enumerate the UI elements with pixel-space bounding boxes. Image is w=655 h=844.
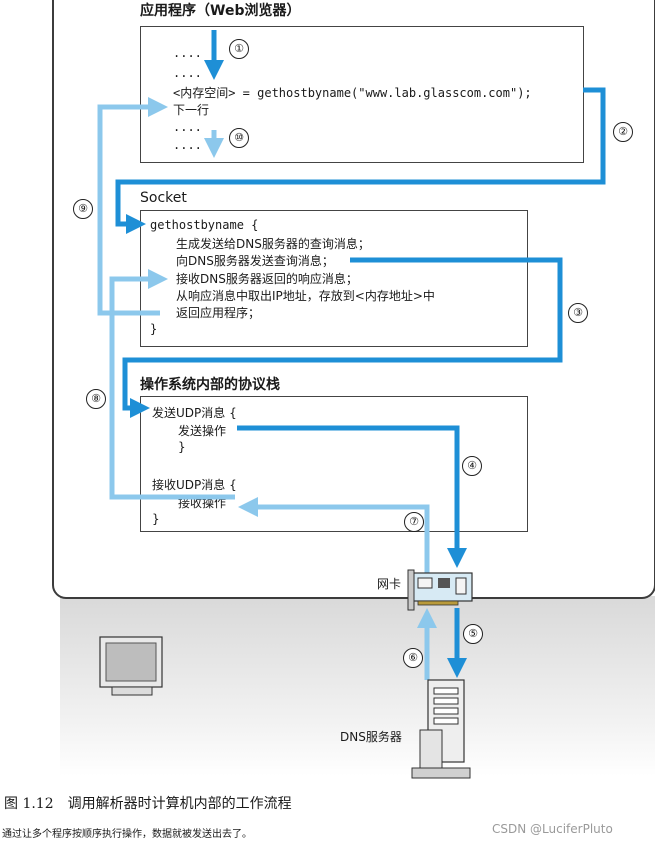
step-4: ④: [462, 456, 482, 476]
os-line-2: 发送操作: [178, 424, 227, 438]
step-6: ⑥: [403, 648, 423, 668]
app-line-5: ....: [173, 120, 202, 134]
arrow-8: [109, 269, 235, 500]
step-7: ⑦: [404, 512, 424, 532]
socket-line-7: }: [150, 322, 158, 336]
socket-box: [140, 210, 528, 347]
socket-line-2: 生成发送给DNS服务器的查询消息；: [176, 237, 370, 251]
step-10: ⑩: [229, 128, 249, 148]
step-8: ⑧: [86, 389, 106, 409]
app-line-1: ....: [173, 46, 202, 60]
nic-label: 网卡: [377, 577, 402, 591]
step-9: ⑨: [73, 199, 93, 219]
app-line-call: <内存空间> = gethostbyname("www.lab.glasscom…: [173, 86, 532, 100]
server-icon: [411, 679, 471, 779]
socket-line-3: 向DNS服务器发送查询消息；: [176, 254, 334, 268]
app-line-2: ....: [173, 66, 202, 80]
arrow-7: [238, 497, 430, 578]
os-line-6: }: [152, 512, 160, 526]
socket-line-6: 返回应用程序；: [176, 306, 261, 320]
dns-server-label: DNS服务器: [340, 730, 402, 744]
arrow-2: [115, 87, 606, 234]
os-title: 操作系统内部的协议栈: [140, 377, 280, 393]
figure-subtitle: 通过让多个程序按顺序执行操作，数据就被发送出去了。: [2, 829, 252, 840]
step-2: ②: [613, 122, 633, 142]
step-3: ③: [568, 303, 588, 323]
socket-line-4: 接收DNS服务器返回的响应消息；: [176, 272, 358, 286]
socket-title: Socket: [140, 190, 187, 206]
step-1: ①: [229, 39, 249, 59]
arrow-9: [97, 97, 168, 316]
figure-caption: 图 1.12 调用解析器时计算机内部的工作流程: [4, 796, 292, 812]
app-title: 应用程序（Web浏览器）: [140, 3, 301, 19]
os-line-1: 发送UDP消息 {: [152, 406, 237, 420]
os-line-3: }: [178, 440, 186, 454]
nic-card: [407, 569, 473, 611]
os-line-4: 接收UDP消息 {: [152, 478, 237, 492]
app-line-6: ....: [173, 138, 202, 152]
arrow-4: [237, 425, 467, 568]
arrow-3: [122, 257, 563, 418]
socket-line-1: gethostbyname {: [150, 218, 259, 232]
step-5: ⑤: [463, 624, 483, 644]
app-line-next: 下一行: [173, 103, 210, 117]
watermark: CSDN @LuciferPluto: [492, 822, 613, 836]
socket-line-5: 从响应消息中取出IP地址，存放到<内存地址>中: [176, 289, 435, 303]
monitor-icon: [99, 636, 163, 696]
